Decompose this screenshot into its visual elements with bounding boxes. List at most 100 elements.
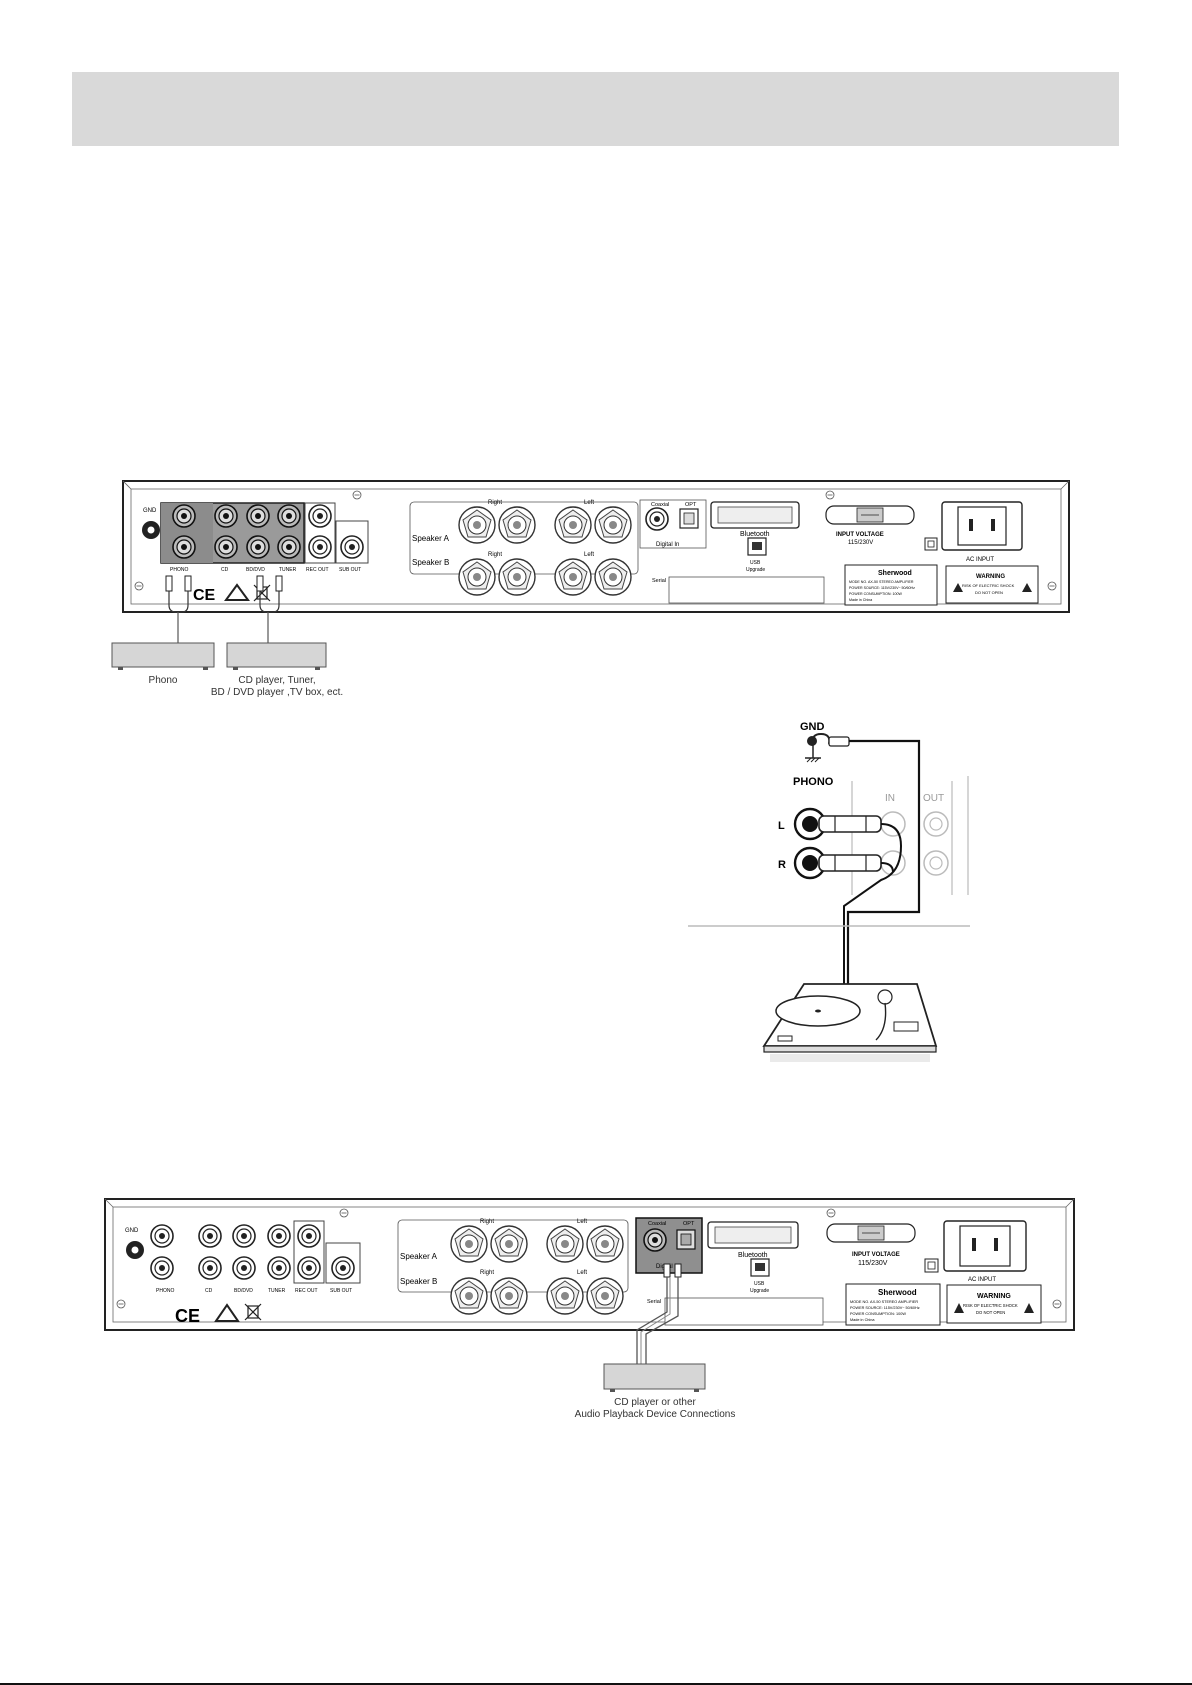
double-insulation-icon: [924, 537, 938, 551]
cd-rca-cable: [256, 575, 283, 643]
warning-label-plate: [945, 565, 1039, 604]
phono-input-label: PHONO: [156, 1288, 174, 1294]
rating-line: POWER CONSUMPTION: 100W: [850, 1312, 906, 1316]
bluetooth-port[interactable]: [707, 1221, 799, 1249]
cd-input-label: CD: [221, 567, 229, 573]
ac-input-socket[interactable]: [941, 501, 1023, 551]
speaker-a-left-label: Left: [577, 1219, 587, 1225]
coaxial-jack[interactable]: [643, 1228, 667, 1252]
detail-l-label: L: [778, 820, 785, 832]
bd-dvd-input-label: BD/DVD: [246, 567, 265, 573]
optical-jack[interactable]: [676, 1229, 696, 1250]
phono-right-jack[interactable]: [793, 846, 827, 880]
detail-gnd-label: GND: [800, 721, 825, 733]
voltage-value-label: 115/230V: [858, 1260, 888, 1267]
usb-label: USB: [754, 1281, 765, 1287]
warning-triangle-icon: [954, 1303, 964, 1313]
speaker-b-right-label: Right: [488, 552, 502, 558]
warning-line: DO NOT OPEN: [976, 1310, 1005, 1315]
digital-source-device: [603, 1363, 706, 1392]
gnd-terminal[interactable]: [126, 1241, 144, 1259]
left-rca-plug: [818, 815, 882, 833]
phono-source-device: [111, 642, 215, 670]
coaxial-jack[interactable]: [645, 507, 669, 531]
rating-label-plate: [844, 564, 938, 606]
voltage-value-label: 115/230V: [848, 540, 873, 546]
usb-upgrade-port[interactable]: [750, 1258, 770, 1277]
gnd-label: GND: [143, 508, 157, 514]
serial-number-area: [668, 576, 825, 604]
sub-out-jack[interactable]: [340, 535, 364, 559]
page-bottom-rule: [0, 1683, 1192, 1685]
bluetooth-label: Bluetooth: [740, 531, 770, 538]
phono-connection-detail: GND PHONO IN OUT L R: [688, 721, 970, 1062]
rating-line: POWER SOURCE: 115V/230V~ 50/60Hz: [850, 1306, 920, 1310]
rec-out-label: REC OUT: [295, 1288, 318, 1294]
ce-mark-icon: CE: [193, 587, 216, 604]
audio-signal-cable: [843, 823, 903, 987]
rating-line: POWER CONSUMPTION: 100W: [849, 592, 903, 596]
speaker-b-left-label: Left: [584, 552, 594, 558]
input-voltage-label: INPUT VOLTAGE: [852, 1252, 900, 1258]
rcm-mark-icon: [214, 1303, 240, 1322]
bluetooth-port[interactable]: [710, 501, 800, 529]
input-voltage-label: INPUT VOLTAGE: [836, 532, 884, 538]
rating-line: Made in China: [849, 598, 872, 602]
detail-in-label: IN: [885, 793, 895, 804]
brand-label: Sherwood: [878, 570, 912, 577]
caption-line: BD / DVD player ,TV box, ect.: [210, 687, 344, 698]
turntable-illustration: [762, 983, 938, 1062]
optical-jack[interactable]: [679, 508, 699, 529]
usb-upgrade-port[interactable]: [747, 537, 767, 556]
detail-out-label: OUT: [923, 793, 944, 804]
speaker-b-label: Speaker B: [400, 1277, 437, 1286]
serial-label: Serial: [647, 1299, 661, 1305]
phono-left-jack[interactable]: [793, 807, 827, 841]
cd-source-device: [226, 642, 327, 670]
serial-number-area: [664, 1297, 824, 1326]
rating-line: Made in China: [850, 1318, 875, 1322]
digital-device-caption: CD player or other Audio Playback Device…: [555, 1397, 755, 1421]
speaker-b-right-label: Right: [480, 1270, 494, 1276]
cd-device-caption: CD player, Tuner, BD / DVD player ,TV bo…: [196, 675, 358, 699]
rear-panel-bottom: GND PHONO CD BD/DVD TUNER REC OUT SUB OU…: [104, 1198, 1075, 1392]
caption-line: CD player or other: [614, 1397, 696, 1408]
warning-triangle-icon: [1024, 1303, 1034, 1313]
ce-mark-icon: CE: [175, 1306, 200, 1326]
speaker-a-right-label: Right: [480, 1219, 494, 1225]
upgrade-label: Upgrade: [750, 1288, 769, 1294]
speaker-a-left-label: Left: [584, 500, 594, 506]
warning-title: WARNING: [976, 574, 1005, 580]
section-header-bar: [72, 72, 1119, 146]
sub-out-jack[interactable]: [331, 1256, 355, 1280]
serial-label: Serial: [652, 578, 666, 584]
detail-r-label: R: [778, 859, 786, 871]
usb-label: USB: [750, 560, 761, 566]
warning-line: RISK OF ELECTRIC SHOCK: [963, 1303, 1018, 1308]
detail-phono-label: PHONO: [793, 776, 834, 788]
bluetooth-label: Bluetooth: [738, 1252, 768, 1259]
warning-triangle-icon: [1022, 583, 1032, 592]
rear-panel-top: GND PHONO CD BD/DVD TUNER REC OUT SUB OU…: [111, 480, 1070, 670]
speaker-a-right-label: Right: [488, 500, 502, 506]
coaxial-label: Coaxial: [648, 1221, 666, 1227]
voltage-selector-switch[interactable]: [825, 505, 915, 525]
sub-out-label: SUB OUT: [330, 1288, 352, 1294]
tuner-input-label: TUNER: [268, 1288, 286, 1294]
cd-input-label: CD: [205, 1288, 213, 1294]
phono-input-label: PHONO: [170, 567, 188, 573]
gnd-terminal[interactable]: [142, 521, 160, 539]
rec-out-label: REC OUT: [306, 567, 329, 573]
ac-input-socket[interactable]: [943, 1220, 1027, 1272]
right-rca-plug: [818, 854, 882, 872]
warning-triangle-icon: [953, 583, 963, 592]
ac-input-label: AC INPUT: [968, 1277, 996, 1283]
rating-line: MODE NO. AX-50 STEREO AMPLIFIER: [850, 1300, 918, 1304]
optical-label: OPT: [685, 502, 697, 508]
tuner-input-label: TUNER: [279, 567, 297, 573]
voltage-selector-switch[interactable]: [826, 1223, 916, 1243]
warning-line: RISK OF ELECTRIC SHOCK: [962, 583, 1015, 588]
gnd-label: GND: [125, 1228, 139, 1234]
rating-line: POWER SOURCE: 115V/230V~ 50/60Hz: [849, 586, 915, 590]
